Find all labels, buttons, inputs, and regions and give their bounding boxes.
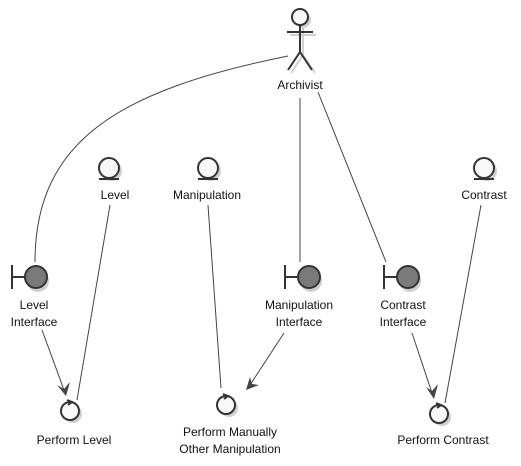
entity-contrast[interactable]: Contrast xyxy=(461,157,507,202)
entity-label: Level xyxy=(101,188,130,202)
actor-label: Archivist xyxy=(277,78,323,92)
control-label-line-1: Perform Manually xyxy=(183,425,277,439)
boundary-icon xyxy=(11,265,49,292)
edge-contrast-perform-contrast xyxy=(444,204,482,404)
boundary-label-line-2: Interface xyxy=(276,315,323,329)
connections xyxy=(34,55,482,404)
control-perform-contrast[interactable]: Perform Contrast xyxy=(397,402,489,447)
boundary-level-interface[interactable]: Level Interface xyxy=(11,265,58,329)
edge-level-perform-level xyxy=(76,204,111,401)
entity-level[interactable]: Level xyxy=(98,157,130,202)
boundary-icon xyxy=(383,265,421,292)
control-perform-manipulation[interactable]: Perform Manually Other Manipulation xyxy=(179,393,281,456)
entity-manipulation[interactable]: Manipulation xyxy=(173,157,241,202)
arrowhead-perform-level xyxy=(57,382,70,396)
edge-contrast-interface-perform-contrast xyxy=(411,332,433,394)
boundary-label-line-1: Level xyxy=(20,298,49,312)
boundary-label-line-2: Interface xyxy=(380,315,427,329)
arrowheads xyxy=(57,377,438,399)
control-label: Perform Level xyxy=(37,433,112,447)
entity-icon xyxy=(197,157,221,181)
control-icon xyxy=(60,399,82,423)
control-icon xyxy=(429,402,451,426)
control-label: Perform Contrast xyxy=(397,433,489,447)
stick-figure-actor-icon xyxy=(287,8,316,74)
arrowhead-perform-manipulation xyxy=(246,377,259,390)
entity-label: Manipulation xyxy=(173,188,241,202)
edge-archivist-contrast-interface xyxy=(317,91,387,263)
entity-icon xyxy=(98,157,122,181)
edge-manipulation-interface-perform-manipulation xyxy=(249,332,285,386)
actor-archivist[interactable]: Archivist xyxy=(277,8,323,92)
boundary-contrast-interface[interactable]: Contrast Interface xyxy=(380,265,427,329)
control-label-line-2: Other Manipulation xyxy=(179,442,280,456)
control-perform-level[interactable]: Perform Level xyxy=(37,399,112,447)
boundary-manipulation-interface[interactable]: Manipulation Interface xyxy=(265,265,333,329)
edge-archivist-level-interface xyxy=(34,55,289,263)
arrowhead-perform-contrast xyxy=(426,384,438,399)
control-icon xyxy=(216,393,238,417)
entity-label: Contrast xyxy=(461,188,507,202)
edge-manipulation-perform-manipulation xyxy=(207,204,222,389)
edge-level-interface-perform-level xyxy=(41,329,65,391)
entity-icon xyxy=(473,157,497,181)
boundary-label-line-1: Contrast xyxy=(380,298,426,312)
boundary-label-line-2: Interface xyxy=(11,315,58,329)
boundary-icon xyxy=(284,265,322,292)
boundary-label-line-1: Manipulation xyxy=(265,298,333,312)
